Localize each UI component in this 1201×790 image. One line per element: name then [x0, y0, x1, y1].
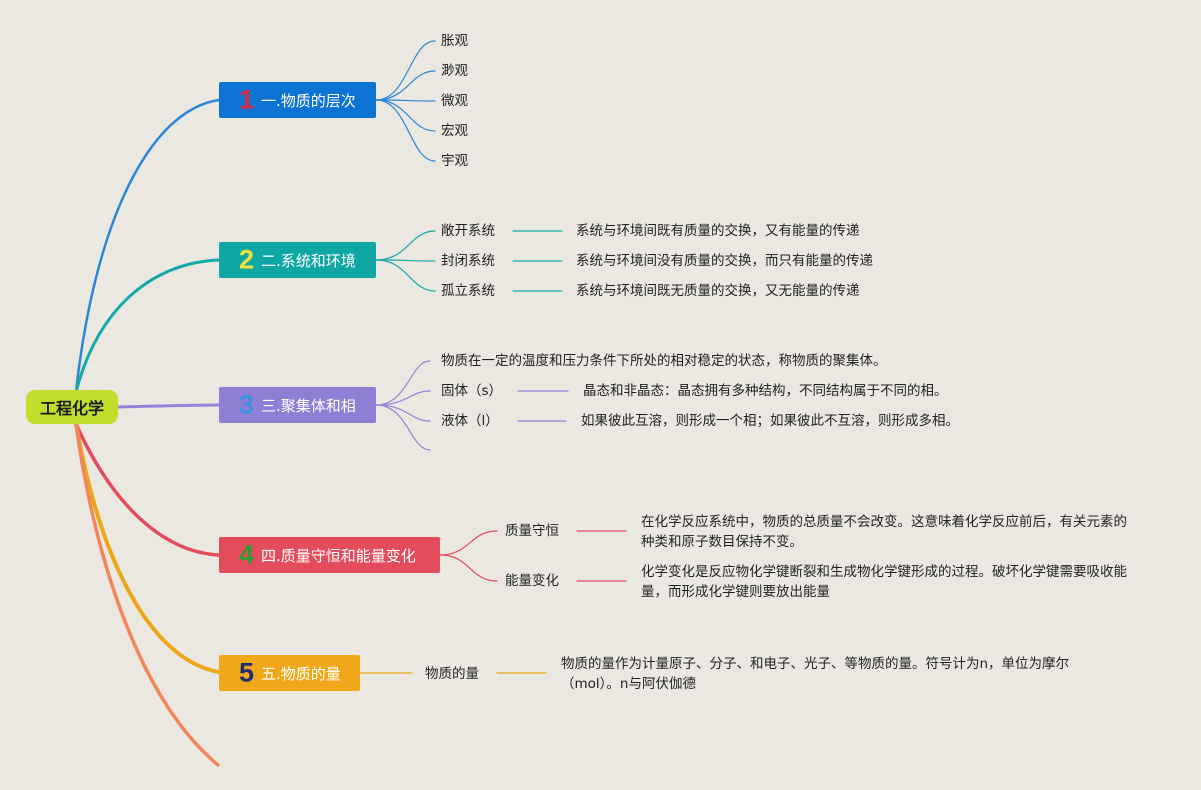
connector-branch-1-child-4: [375, 99, 436, 132]
branch-1-child-5[interactable]: 宇观: [441, 153, 468, 169]
connector-root-branch-4: [74, 422, 221, 557]
connector-branch-2-child-1: [375, 230, 436, 261]
branch-4-child-2-desc[interactable]: 化学变化是反应物化学键断裂和生成物化学键形成的过程。破坏化学键需要吸收能量，而形…: [641, 564, 1127, 600]
connector-branch-3-child-4: [375, 404, 431, 451]
branch-2-child-3-desc[interactable]: 系统与环境间既无质量的交换，又无能量的传递: [576, 283, 860, 299]
branch-1-child-2[interactable]: 渺观: [441, 63, 468, 79]
connector-branch-3-child-2: [375, 390, 431, 406]
branch-3-child-2-desc[interactable]: 晶态和非晶态：晶态拥有多种结构，不同结构属于不同的相。: [583, 383, 948, 399]
branch-3-child-3-desc[interactable]: 如果彼此互溶，则形成一个相；如果彼此不互溶，则形成多相。: [581, 413, 959, 429]
branch-3-child-1[interactable]: 物质在一定的温度和压力条件下所处的相对稳定的状态，称物质的聚集体。: [441, 353, 887, 369]
connector-root-branch-2: [74, 258, 221, 394]
branch-3-number: 3: [239, 389, 255, 420]
branch-3-child-2[interactable]: 固体（s）: [441, 383, 503, 399]
connector-branch-1-child-2: [375, 70, 436, 101]
branch-4-child-2[interactable]: 能量变化: [505, 573, 559, 589]
branch-1-child-4[interactable]: 宏观: [441, 123, 468, 139]
branch-5-child-1-desc[interactable]: 物质的量作为计量原子、分子、和电子、光子、等物质的量。符号计为n，单位为摩尔（m…: [561, 656, 1070, 692]
connector-branch-2-child-3: [375, 259, 436, 292]
connector-root-extra: [74, 422, 220, 767]
connector-branch-4-child-2: [439, 554, 498, 582]
branch-1-topic[interactable]: 1 一.物质的层次: [219, 82, 376, 118]
branch-5-child-1[interactable]: 物质的量: [425, 666, 479, 682]
branch-3-topic[interactable]: 3 三.聚集体和相: [219, 387, 376, 423]
root-topic[interactable]: 工程化学: [26, 390, 118, 424]
branch-2-number: 2: [239, 244, 255, 275]
branch-2-label: 二.系统和环境: [261, 251, 356, 270]
branch-2-child-2[interactable]: 封闭系统: [441, 253, 495, 269]
connector-root-branch-1: [74, 98, 221, 394]
branch-1-child-1[interactable]: 胀观: [441, 33, 468, 49]
branch-2-child-3[interactable]: 孤立系统: [441, 283, 495, 299]
connector-root-branch-3: [116, 403, 221, 409]
connector-root-branch-5: [74, 422, 221, 674]
connector-branch-3-child-1: [375, 360, 431, 406]
branch-3-label: 三.聚集体和相: [261, 396, 356, 415]
branch-2-child-2-desc[interactable]: 系统与环境间没有质量的交换，而只有能量的传递: [576, 253, 873, 269]
branch-4-child-1[interactable]: 质量守恒: [505, 523, 559, 539]
branch-4-number: 4: [239, 539, 255, 570]
branch-4-topic[interactable]: 4 四.质量守恒和能量变化: [219, 537, 440, 573]
connector-branch-1-child-5: [375, 99, 436, 162]
branch-2-child-1[interactable]: 敞开系统: [441, 223, 495, 239]
connector-branch-4-child-1: [439, 530, 498, 556]
branch-4-label: 四.质量守恒和能量变化: [261, 546, 416, 565]
branch-4-child-1-desc[interactable]: 在化学反应系统中，物质的总质量不会改变。这意味着化学反应前后，有关元素的种类和原…: [641, 514, 1127, 550]
branch-2-child-1-desc[interactable]: 系统与环境间既有质量的交换，又有能量的传递: [576, 223, 860, 239]
branch-1-child-3[interactable]: 微观: [441, 93, 468, 109]
connector-branch-1-child-1: [375, 40, 436, 101]
branch-5-number: 5: [239, 657, 255, 688]
branch-1-number: 1: [239, 84, 255, 115]
root-topic-label: 工程化学: [39, 399, 104, 418]
branch-5-topic[interactable]: 5 五.物质的量: [219, 655, 360, 691]
branch-3-child-3[interactable]: 液体（l）: [441, 413, 499, 429]
branch-2-topic[interactable]: 2 二.系统和环境: [219, 242, 376, 278]
branch-5-label: 五.物质的量: [261, 664, 341, 683]
connector-branch-3-child-3: [375, 404, 431, 422]
branch-1-label: 一.物质的层次: [261, 91, 356, 110]
